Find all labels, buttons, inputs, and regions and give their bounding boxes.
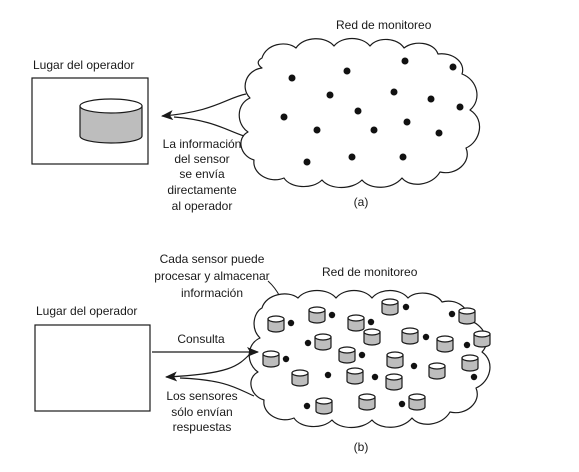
sensor-node-dot [449,63,457,71]
sensor-storage-cylinder-icon [291,369,309,387]
operator-label-b: Lugar del operador [36,304,137,318]
sensor-storage-nodes-b [262,298,491,415]
sensor-node-dot [324,371,332,379]
response-arrow-b [165,353,255,397]
sensor-node-dot [367,318,375,326]
sensor-storage-cylinder-icon [347,314,365,332]
sensor-node-dot [328,311,336,319]
operator-label-a: Lugar del operador [33,58,134,72]
caption-a: (a) [354,195,369,209]
sensor-storage-cylinder-icon [314,333,332,351]
sensor-node-dot [401,57,409,65]
info-text-line: del sensor [174,152,229,166]
sensor-storage-cylinder-icon [262,350,280,368]
sensor-storage-cylinder-icon [458,307,476,325]
sensor-node-dot [427,95,435,103]
sensor-node-dot [282,355,290,363]
sensor-storage-cylinder-icon [461,354,479,372]
sensor-node-dot [410,362,418,370]
sensor-node-dot [422,333,430,341]
sensor-storage-cylinder-icon [381,298,399,316]
sensor-storage-cylinder-icon [401,327,419,345]
sensor-storage-cylinder-icon [385,373,403,391]
sensor-node-dot [435,129,443,137]
sensor-node-dot [403,118,411,126]
sensor-node-dot [280,113,288,121]
sensor-node-dot [390,88,398,96]
sensor-storage-cylinder-icon [473,330,491,348]
sensor-storage-cylinder-icon [428,362,446,380]
info-text-a: La información del sensor se envía direc… [163,137,242,213]
panel-a: Lugar del operador Red de monitoreo [31,18,481,213]
sensor-note-line: Cada sensor puede [160,252,265,266]
sensor-nodes-a [280,57,464,166]
panel-b: Cada sensor puede procesar y almacenar i… [34,252,491,454]
sensor-note-line: procesar y almacenar [154,269,269,283]
sensor-storage-cylinder-icon [386,351,404,369]
sensor-node-dot [348,153,356,161]
sensor-node-dot [371,373,379,381]
sensor-node-dot [358,351,366,359]
sensor-storage-cylinder-icon [308,306,326,324]
query-arrow-b: Consulta [152,332,259,357]
sensor-node-dot [287,319,295,327]
sensor-note-b: Cada sensor puede procesar y almacenar i… [154,252,269,300]
sensor-storage-cylinder-icon [338,346,356,364]
sensor-storage-cylinder-icon [363,328,381,346]
sensor-node-dot [370,126,378,134]
database-cylinder-icon [79,98,143,144]
sensor-node-dot [402,303,410,311]
response-text-line: sólo envían [171,405,232,419]
sensor-node-dot [448,310,456,318]
sensor-storage-cylinder-icon [408,393,426,411]
sensor-node-dot [456,103,464,111]
sensor-node-dot [398,400,406,408]
sensor-node-dot [288,74,296,82]
query-label: Consulta [177,332,225,346]
info-text-line: directamente [167,183,237,197]
sensor-storage-cylinder-icon [436,335,454,353]
response-text-line: Los sensores [166,389,237,403]
sensor-storage-cylinder-icon [267,315,285,333]
info-text-line: La información [163,137,242,151]
response-text-line: respuestas [173,420,232,434]
info-text-line: al operador [172,199,233,213]
sensor-node-dot [313,126,321,134]
network-label-b: Red de monitoreo [322,265,418,279]
sensor-storage-cylinder-icon [315,397,333,415]
sensor-node-dot [399,153,407,161]
sensor-note-line: información [181,286,243,300]
sensor-node-dot [326,91,334,99]
sensor-storage-cylinder-icon [358,393,376,411]
sensor-node-dot [303,158,311,166]
operator-box-b [34,324,151,412]
sensor-node-dot [354,107,362,115]
data-flow-arrow-a [161,93,247,137]
sensor-storage-cylinder-icon [346,367,364,385]
network-label-a: Red de monitoreo [336,18,432,32]
caption-b: (b) [354,440,369,454]
response-text-b: Los sensores sólo envían respuestas [166,389,237,434]
info-text-line: se envía [179,167,225,181]
sensor-node-dot [343,67,351,75]
sensor-node-dot [304,339,312,347]
monitoring-network-cloud-b [248,289,491,429]
sensor-node-dot [463,341,471,349]
sensor-node-dot [303,402,311,410]
sensor-node-dot [470,373,478,381]
